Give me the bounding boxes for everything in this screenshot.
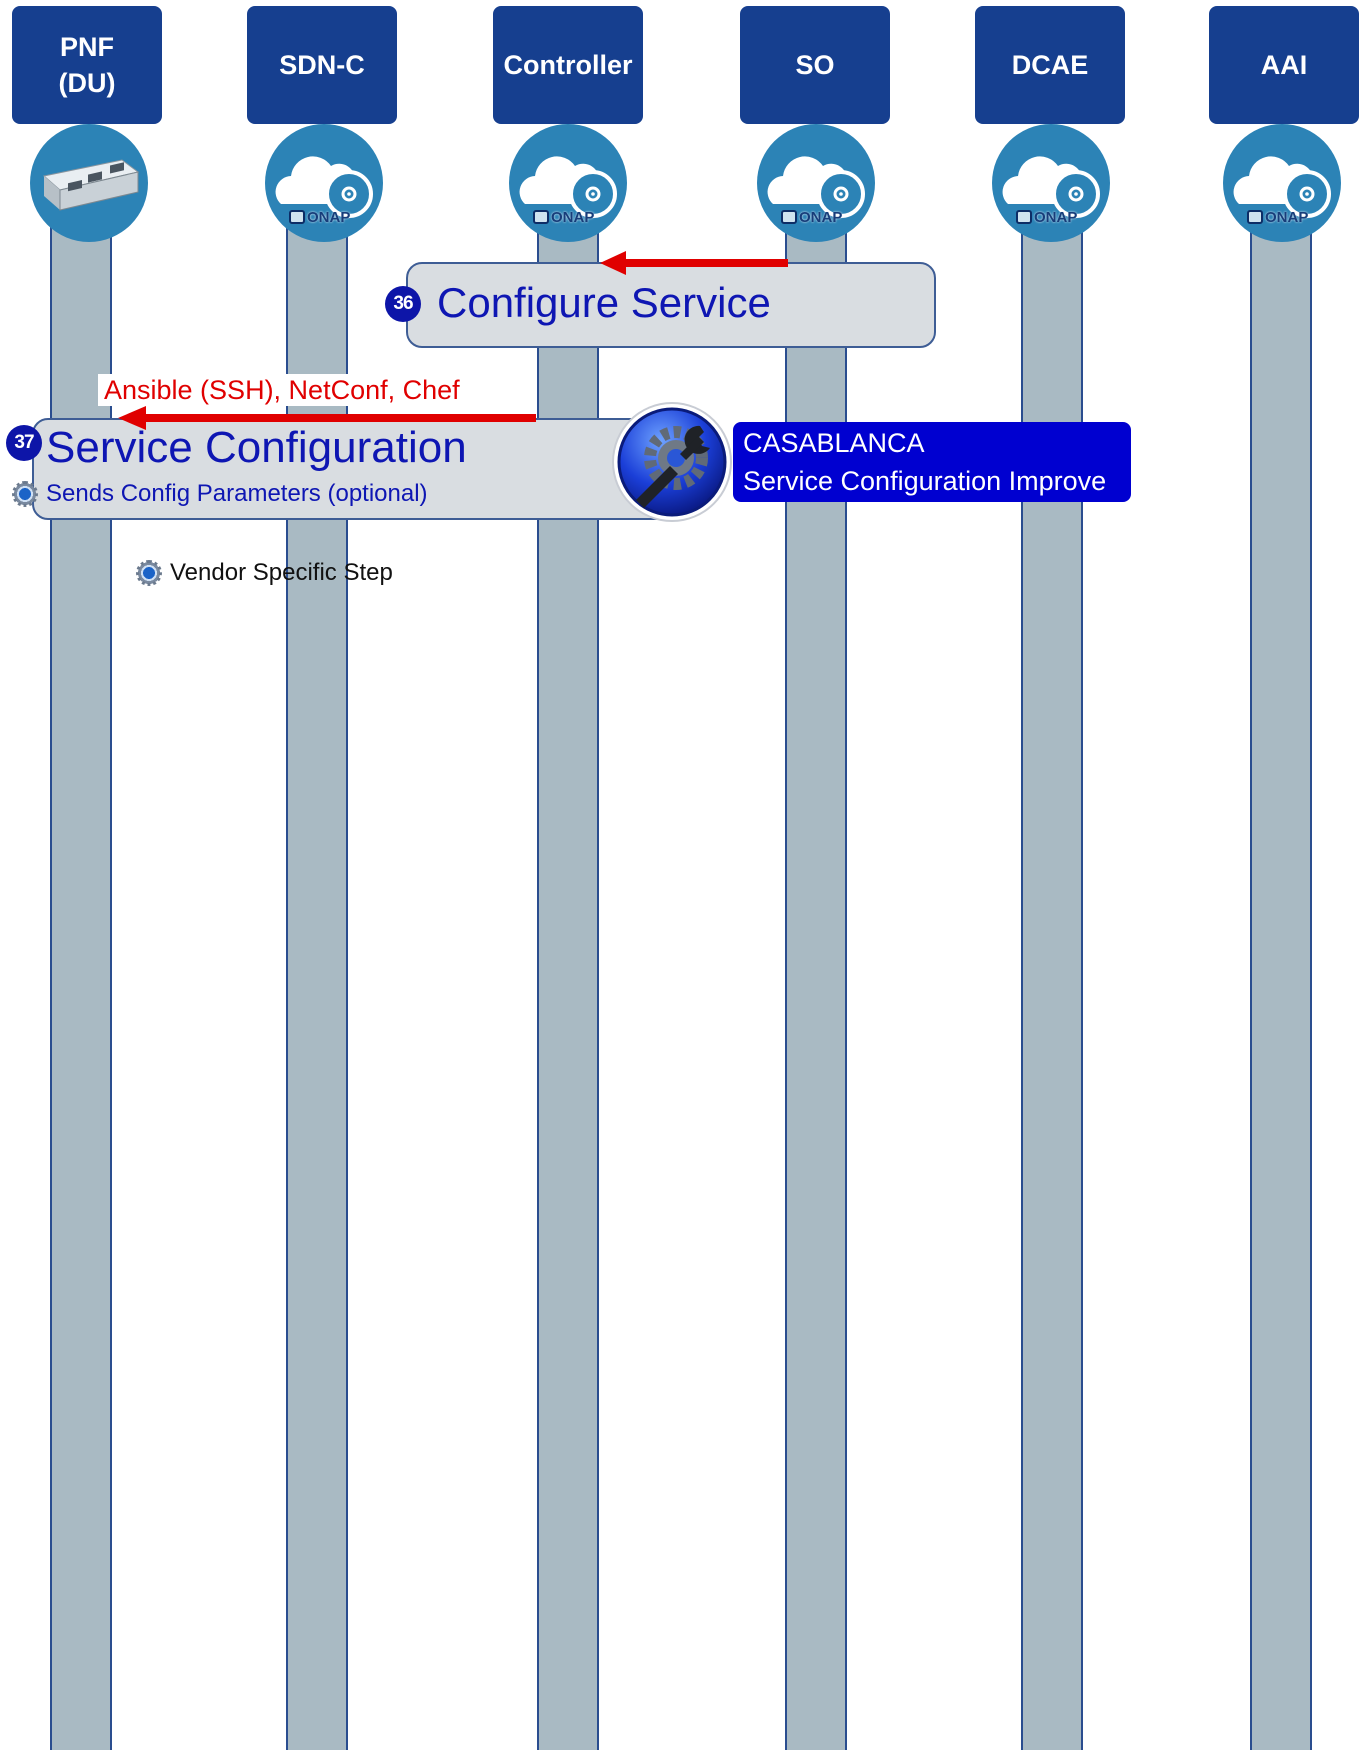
step-36-title: Configure Service xyxy=(437,279,771,326)
onap-cloud-icon-so: ONAP xyxy=(757,124,875,242)
onap-cloud-icon-aai: ONAP xyxy=(1223,124,1341,242)
release-badge-line2: Service Configuration Improve xyxy=(743,466,1107,496)
step-36-number: 36 xyxy=(385,286,421,322)
arrow-so-to-controller xyxy=(600,251,788,275)
onap-logo: ONAP xyxy=(1247,207,1327,227)
onap-cloud-icon-sdnc: ONAP xyxy=(265,124,383,242)
step-37-arrow-label: Ansible (SSH), NetConf, Chef xyxy=(98,374,466,406)
lane-header-aai: AAI xyxy=(1209,6,1359,124)
lane-header-dcae: DCAE xyxy=(975,6,1125,124)
step-37-title: Service Configuration xyxy=(46,423,467,472)
onap-logo: ONAP xyxy=(781,207,861,227)
step-37-number: 37 xyxy=(6,425,42,461)
lane-header-pnf: PNF (DU) xyxy=(12,6,162,124)
onap-logo: ONAP xyxy=(1016,207,1096,227)
server-hardware-icon xyxy=(30,124,148,242)
lane-header-so: SO xyxy=(740,6,890,124)
release-badge-line1: CASABLANCA xyxy=(743,428,925,458)
configuration-tool-icon xyxy=(614,404,730,520)
legend-vendor-step: Vendor Specific Step xyxy=(170,559,393,586)
lane-header-controller: Controller xyxy=(493,6,643,124)
onap-logo: ONAP xyxy=(289,207,369,227)
arrow-controller-to-pnf xyxy=(118,406,536,430)
onap-cloud-icon-controller: ONAP xyxy=(509,124,627,242)
step-37-box xyxy=(32,418,692,520)
lifeline-aai xyxy=(1250,190,1312,1750)
step-36-box xyxy=(406,262,936,348)
legend-gear-icon xyxy=(136,560,162,586)
onap-logo: ONAP xyxy=(533,207,613,227)
onap-cloud-icon-dcae: ONAP xyxy=(992,124,1110,242)
lane-header-sdnc: SDN-C xyxy=(247,6,397,124)
release-badge: CASABLANCA Service Configuration Improve xyxy=(733,422,1131,502)
step-37-detail: Sends Config Parameters (optional) xyxy=(46,480,428,507)
vendor-gear-icon xyxy=(12,481,38,507)
